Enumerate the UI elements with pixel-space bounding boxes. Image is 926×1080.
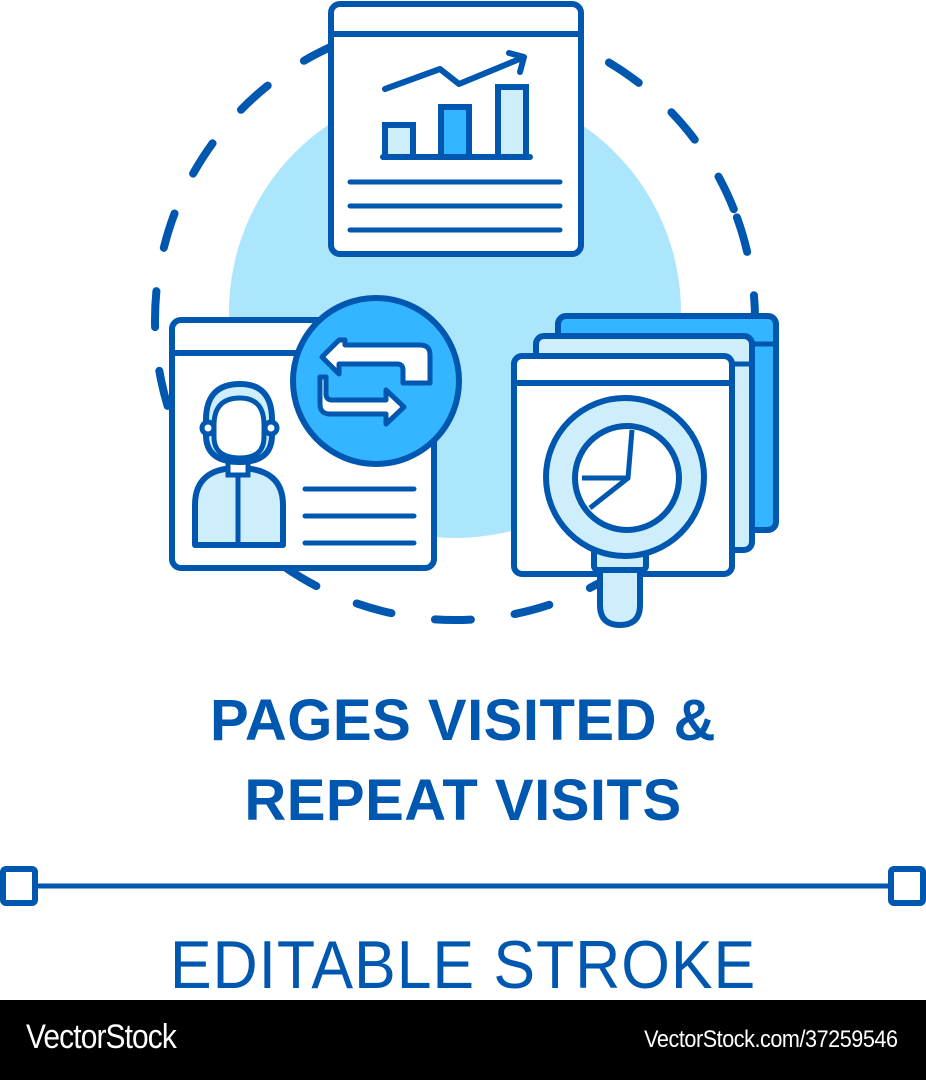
footer-url: VectorStock.com/37259546 [644,1026,899,1053]
footer-bar: VectorStock VectorStock.com/37259546 [0,1000,926,1080]
magnifier-pie-chart-icon [543,395,707,628]
title-line-1: PAGES VISITED & [210,688,716,753]
editable-stroke-label: EDITABLE STROKE [169,927,757,1003]
footer-brand: VectorStock [26,1018,177,1056]
editable-stroke-line [0,866,926,906]
title-line-2: REPEAT VISITS [244,768,682,833]
concept-illustration [151,1,779,628]
dashed-circle-outline [151,16,759,624]
right-anchor-handle [888,866,926,906]
bar-chart-report-window-icon [328,1,584,257]
repeat-arrows-icon [290,295,462,467]
left-anchor-handle [0,866,38,906]
